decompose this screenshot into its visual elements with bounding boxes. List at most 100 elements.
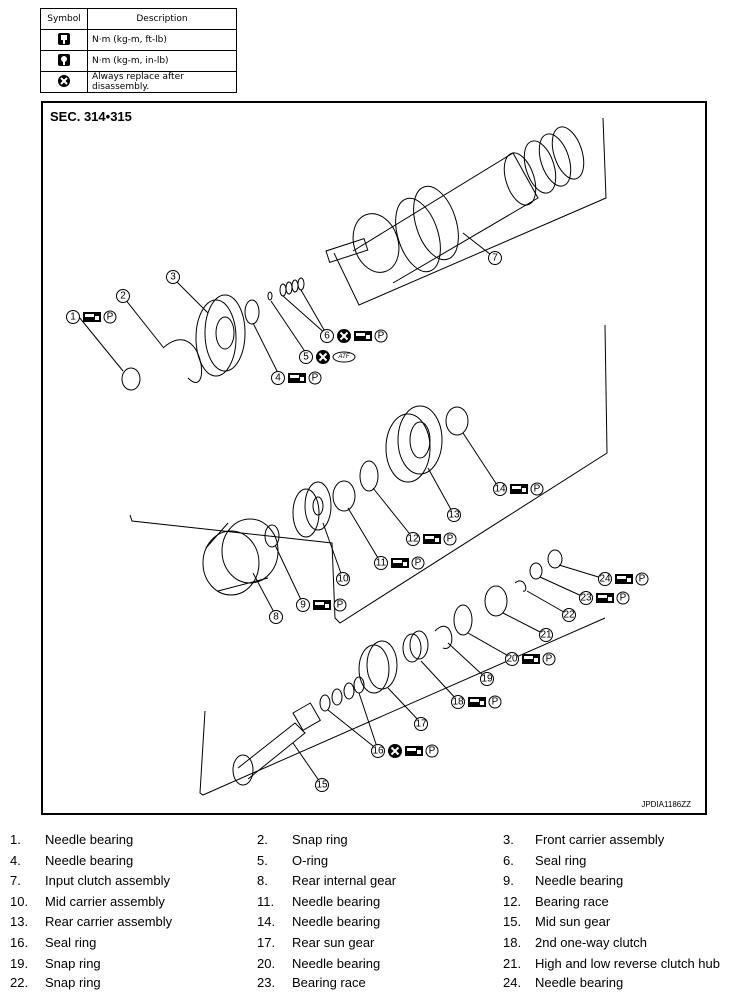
callout-number: 22 — [563, 610, 575, 621]
leader-24 — [558, 564, 606, 580]
second-one-way-clutch — [402, 630, 429, 663]
part-number: 9. — [503, 873, 514, 888]
part-number: 16. — [10, 935, 29, 950]
part-name: Needle bearing — [535, 873, 624, 888]
part-name: Snap ring — [45, 975, 101, 990]
torque-wrench-icon — [510, 484, 528, 494]
callout-number: 19 — [481, 674, 493, 685]
leader-9 — [274, 544, 304, 605]
leader-3 — [174, 279, 209, 314]
callout-number: 18 — [452, 697, 464, 708]
leader-16b — [358, 692, 379, 751]
part-name: Rear sun gear — [292, 935, 375, 950]
leader-2 — [124, 298, 164, 348]
callout-19: 19 — [480, 672, 494, 686]
petroleum-jelly-icon: P — [333, 598, 347, 612]
callout-number: 9 — [300, 600, 306, 611]
torque-wrench-in-lb-icon — [58, 53, 70, 66]
bearing-race-12 — [359, 460, 379, 492]
part-name: Bearing race — [535, 894, 609, 909]
torque-wrench-icon — [405, 746, 423, 756]
legend-symbol-cell — [40, 50, 88, 72]
leader-6b — [300, 289, 328, 336]
callout-number: 6 — [324, 331, 330, 342]
part-number: 24. — [503, 975, 522, 990]
part-name: Needle bearing — [45, 832, 134, 847]
callout-number: 8 — [273, 612, 279, 623]
needle-bearing-20 — [453, 604, 473, 636]
petroleum-jelly-icon: P — [542, 652, 556, 666]
tag-p-label: P — [107, 312, 114, 323]
part-number: 14. — [257, 914, 276, 929]
callout-number: 1 — [70, 312, 76, 323]
torque-wrench-icon — [423, 534, 441, 544]
legend-symbol-cell — [40, 71, 88, 93]
callout-number: 16 — [372, 746, 384, 757]
diagram-canvas: 1P234P5ATF6P789P1011P12P1314P1516P1718P1… — [66, 117, 649, 796]
part-number: 19. — [10, 956, 29, 971]
petroleum-jelly-icon: P — [425, 744, 439, 758]
replace-x-icon — [388, 744, 402, 758]
needle-bearing-9 — [264, 524, 280, 548]
part-number: 17. — [257, 935, 276, 950]
exploded-view-diagram: SEC. 314•315 — [41, 101, 707, 815]
callout-17: 17 — [414, 717, 428, 731]
replace-x-icon — [337, 329, 351, 343]
needle-bearing-4 — [244, 299, 260, 325]
leader-12 — [372, 487, 414, 539]
part-name: Needle bearing — [292, 914, 381, 929]
torque-wrench-icon — [391, 558, 409, 568]
petroleum-jelly-icon: P — [374, 329, 388, 343]
leader-11 — [347, 507, 382, 564]
part-number: 13. — [10, 914, 29, 929]
torque-wrench-icon — [468, 697, 486, 707]
petroleum-jelly-icon: P — [530, 482, 544, 496]
petroleum-jelly-icon: P — [103, 310, 117, 324]
callout-8: 8 — [269, 610, 283, 624]
callout-number: 5 — [303, 352, 309, 363]
part-name: Front carrier assembly — [535, 832, 665, 847]
leader-4 — [252, 322, 280, 376]
callout-15: 15 — [315, 778, 329, 792]
part-number: 12. — [503, 894, 522, 909]
symbol-legend-table: Symbol Description N·m (kg-m, ft-lb) N·m… — [40, 8, 237, 93]
callout-number: 15 — [316, 780, 328, 791]
tag-p-label: P — [429, 746, 436, 757]
leader-13 — [427, 467, 455, 516]
seal-rings-16 — [319, 676, 365, 712]
torque-wrench-icon — [522, 654, 540, 664]
part-name: Seal ring — [535, 853, 587, 868]
leader-23 — [539, 576, 587, 599]
tag-p-label: P — [492, 697, 499, 708]
petroleum-jelly-icon: P — [443, 532, 457, 546]
leader-5 — [270, 300, 309, 357]
needle-bearing-1 — [121, 367, 141, 391]
snap-ring-19 — [434, 625, 453, 649]
torque-wrench-icon — [596, 593, 614, 603]
callout-10: 10 — [336, 572, 350, 586]
part-number: 3. — [503, 832, 514, 847]
legend-description: N·m (kg-m, ft-lb) — [87, 29, 237, 51]
tag-p-label: P — [534, 484, 541, 495]
part-name: Snap ring — [45, 956, 101, 971]
part-number: 4. — [10, 853, 21, 868]
callout-22: 22 — [562, 608, 576, 622]
snap-ring-2 — [162, 339, 203, 383]
part-number: 2. — [257, 832, 268, 847]
callout-7: 7 — [488, 251, 502, 265]
callout-number: 17 — [415, 719, 427, 730]
part-number: 6. — [503, 853, 514, 868]
part-name: Rear carrier assembly — [45, 914, 173, 929]
part-name: Input clutch assembly — [45, 873, 171, 888]
callout-number: 13 — [448, 510, 460, 521]
replace-x-icon — [316, 350, 330, 364]
input-clutch-assembly — [325, 126, 585, 284]
callout-13: 13 — [447, 508, 461, 522]
